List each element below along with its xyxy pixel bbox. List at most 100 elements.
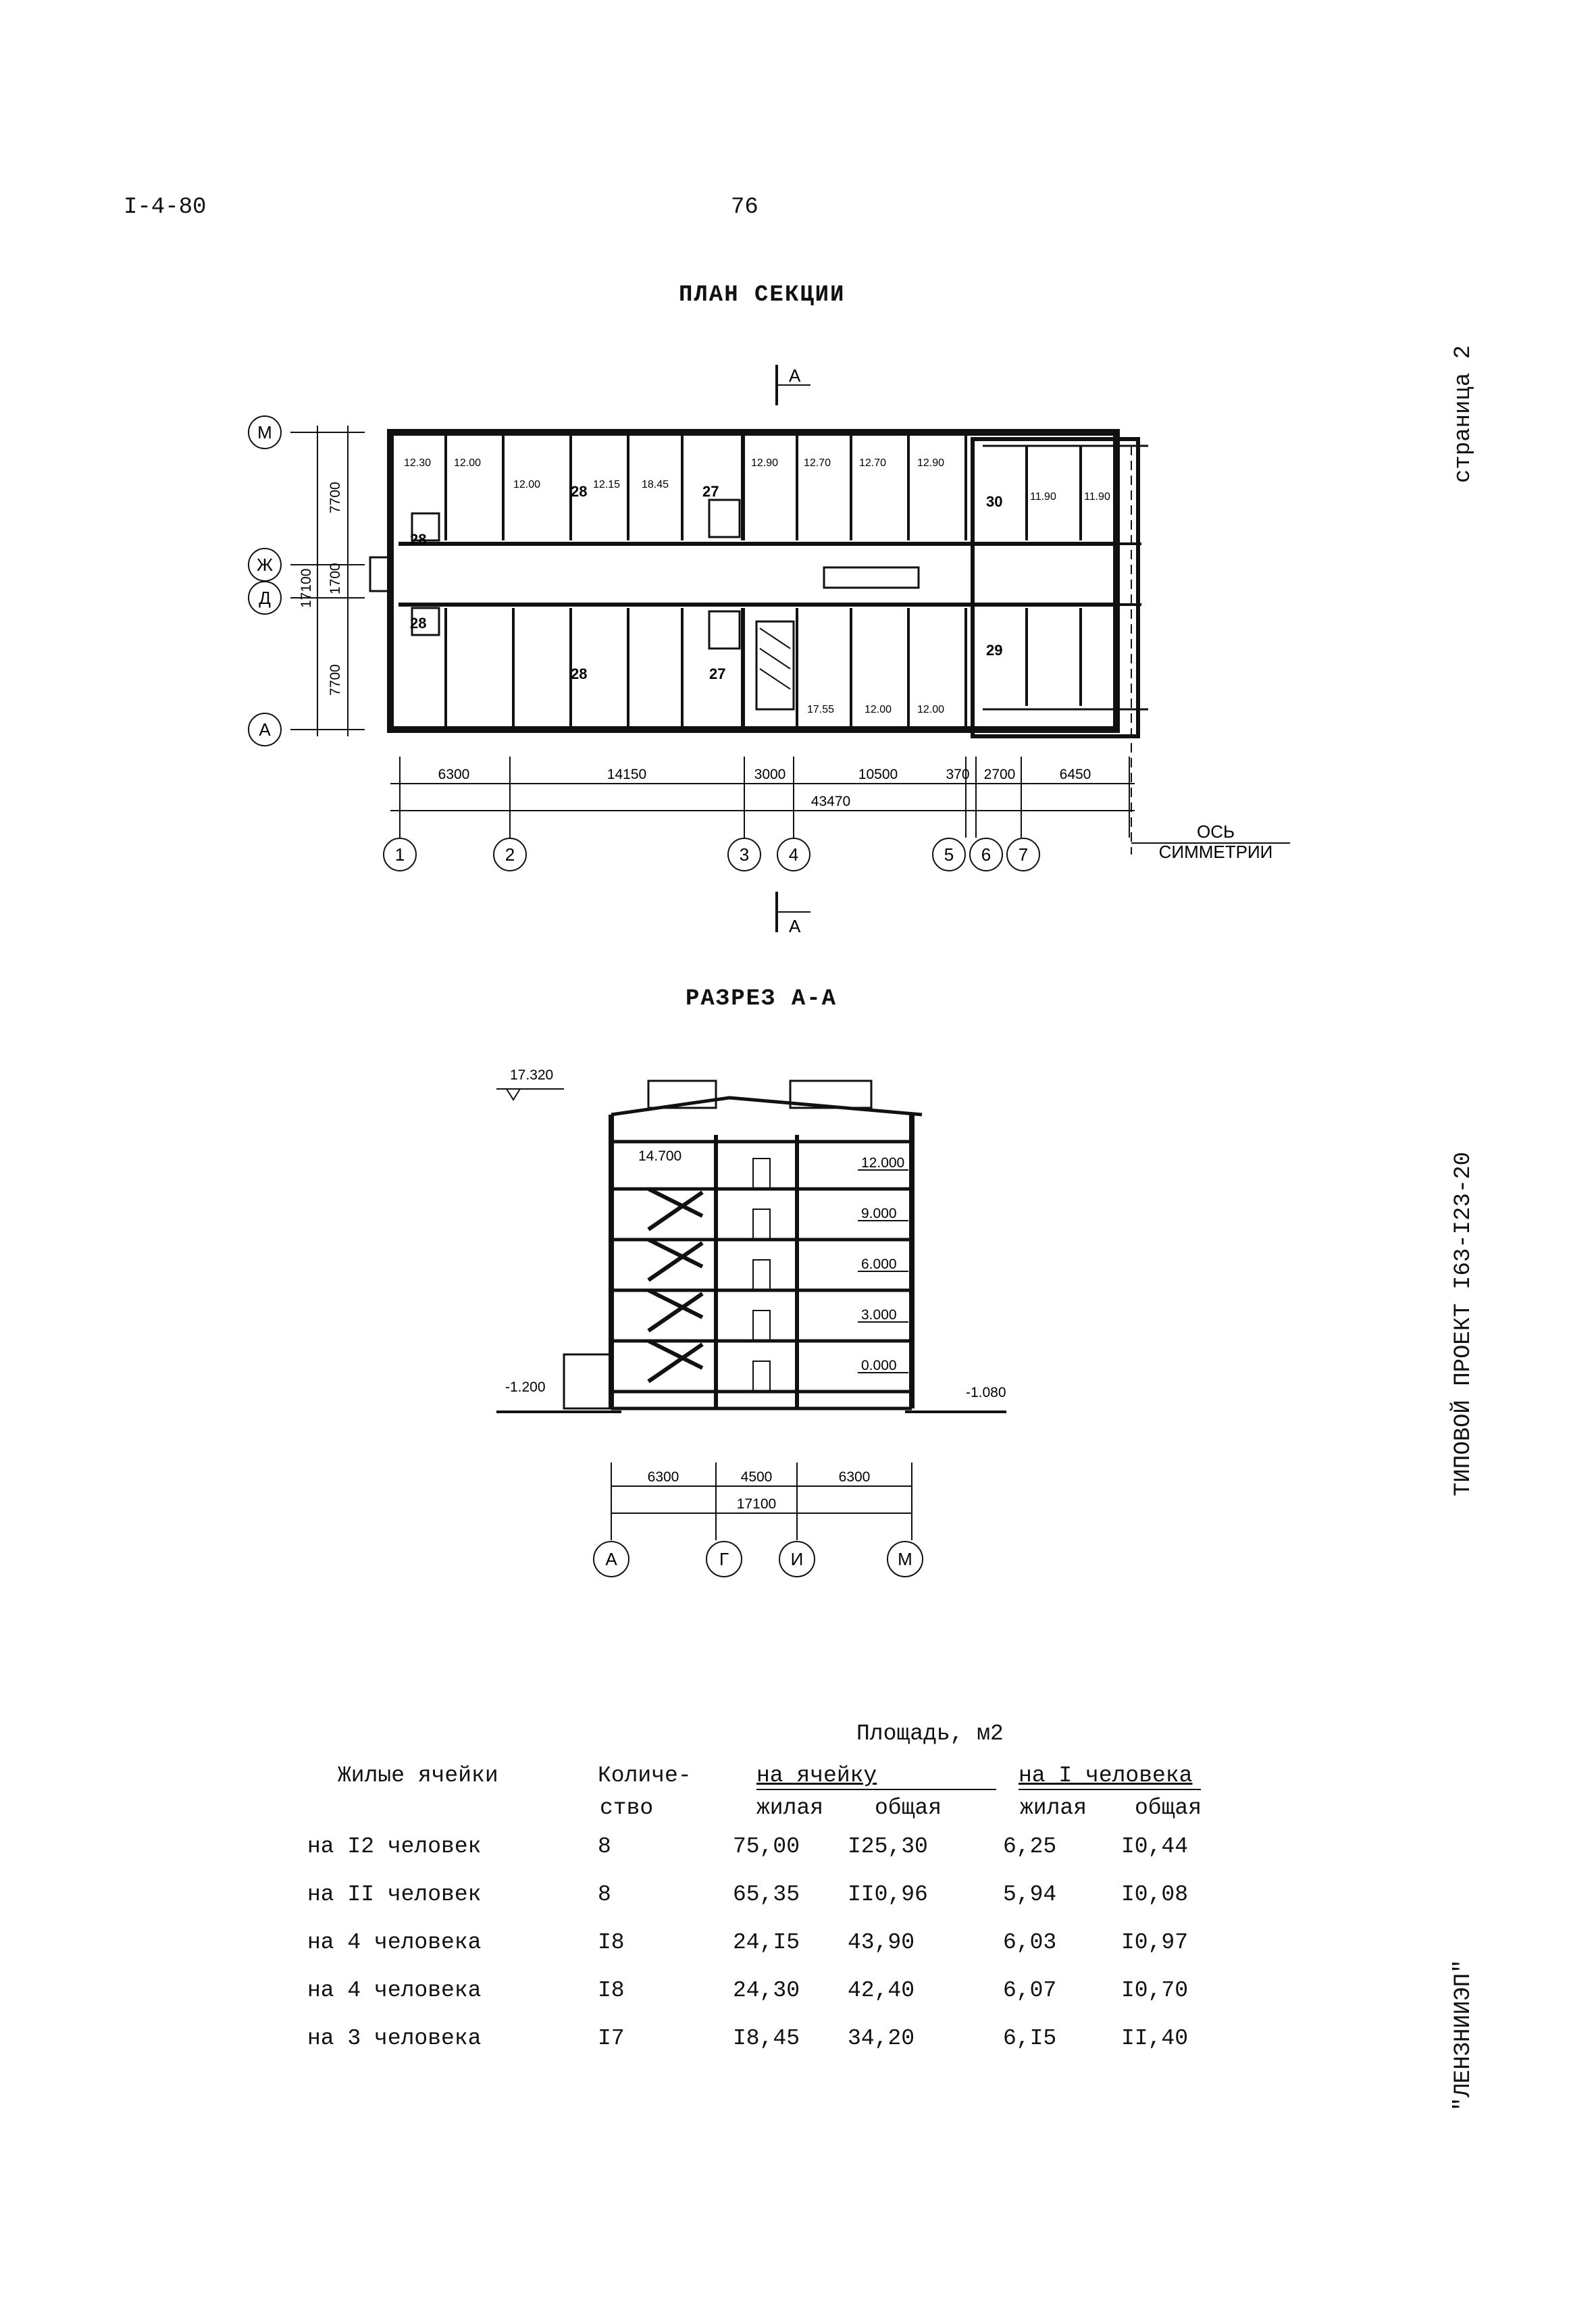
level-label: 12.000 [861, 1155, 904, 1171]
area-table: на I2 человек 8 75,00 I25,30 6,25 I0,44 … [307, 1823, 1188, 2062]
row-person-living: 6,25 [1003, 1834, 1057, 1859]
sub-total-header: общая [875, 1796, 942, 1821]
col-axis-label: 5 [944, 844, 954, 865]
sub-total-header: общая [1135, 1796, 1202, 1821]
room-area: 11.90 [1030, 491, 1056, 503]
col-dimension: 2700 [984, 767, 1016, 782]
row-label: на 4 человека [307, 1978, 482, 2003]
col-axis-label: 3 [740, 844, 749, 865]
row-dimension: 7700 [328, 664, 343, 696]
room-area: 18.45 [642, 479, 669, 490]
sub-living-header: жилая [756, 1796, 824, 1821]
level-label: -1.080 [966, 1385, 1006, 1400]
row-qty: I8 [598, 1978, 625, 2003]
level-label: 9.000 [861, 1206, 897, 1221]
row-person-living: 6,07 [1003, 1978, 1057, 2003]
section-axis-label: М [898, 1549, 912, 1569]
row-person-living: 5,94 [1003, 1882, 1057, 1907]
row-qty: 8 [598, 1834, 611, 1859]
room-area: 17.55 [807, 704, 834, 715]
row-cell-living: 24,I5 [733, 1930, 800, 1955]
section-mark-label: А [789, 916, 801, 936]
row-qty: I7 [598, 2026, 625, 2051]
level-label: 14.700 [638, 1148, 681, 1164]
group-rule [1019, 1789, 1201, 1790]
room-area: 12.00 [513, 479, 540, 490]
room-area: 12.00 [865, 704, 892, 715]
section-axis-label: И [791, 1549, 804, 1569]
col-axis-label: 7 [1019, 844, 1028, 865]
col-dimension: 3000 [754, 767, 786, 782]
row-cell-total: 42,40 [848, 1978, 915, 2003]
level-label: -1.200 [505, 1379, 546, 1395]
room-area: 12.90 [917, 457, 944, 469]
level-label: 0.000 [861, 1358, 897, 1373]
room-area: 12.70 [804, 457, 831, 469]
row-person-total: I0,44 [1121, 1834, 1189, 1859]
room-area: 11.90 [1084, 491, 1110, 503]
side-project-label: ТИПОВОЙ ПРОЕКТ I63-I23-20 [1451, 1151, 1476, 1496]
row-label: на 3 человека [307, 2026, 482, 2051]
room-number: 28 [410, 615, 426, 632]
area-header: Площадь, м2 [856, 1721, 1004, 1746]
col-axis-label: 6 [981, 844, 991, 865]
room-number: 27 [702, 483, 719, 500]
row-axis-label: Ж [257, 555, 273, 575]
room-number: 30 [986, 493, 1002, 510]
room-area: 12.90 [751, 457, 778, 469]
plan-title: ПЛАН СЕКЦИИ [679, 282, 846, 308]
row-person-total: II,40 [1121, 2026, 1189, 2051]
level-label: 17.320 [510, 1067, 553, 1083]
table-row: на 4 человека I8 24,30 42,40 6,07 I0,70 [307, 1966, 1188, 2014]
room-area: 12.30 [404, 457, 431, 469]
col-axis-label: 1 [395, 844, 405, 865]
room-number: 28 [410, 531, 426, 548]
row-axis-label: Д [259, 588, 271, 608]
col-qty-header: ство [600, 1796, 654, 1821]
section-axis-label: А [605, 1549, 617, 1569]
row-cell-living: 65,35 [733, 1882, 800, 1907]
row-person-total: I0,97 [1121, 1930, 1189, 1955]
row-dimension: 1700 [328, 563, 343, 594]
row-cell-total: 34,20 [848, 2026, 915, 2051]
col-dimension: 14150 [607, 767, 646, 782]
col-axis-label: 4 [789, 844, 798, 865]
col-qty-header: Количе- [598, 1763, 692, 1788]
row-qty: 8 [598, 1882, 611, 1907]
section-title: РАЗРЕЗ А-А [686, 986, 838, 1012]
row-person-total: I0,08 [1121, 1882, 1189, 1907]
row-cell-total: II0,96 [848, 1882, 928, 1907]
total-dimension: 43470 [811, 794, 850, 809]
document-code: I-4-80 [124, 195, 207, 220]
table-row: на II человек 8 65,35 II0,96 5,94 I0,08 [307, 1871, 1188, 1918]
row-label: на I2 человек [307, 1834, 482, 1859]
symmetry-axis-label: СИММЕТРИИ [1159, 842, 1273, 862]
col-dimension: 10500 [858, 767, 898, 782]
sub-living-header: жилая [1020, 1796, 1087, 1821]
row-axis-label: М [257, 422, 272, 442]
room-number: 27 [709, 665, 725, 682]
table-row: на 3 человека I7 I8,45 34,20 6,I5 II,40 [307, 2014, 1188, 2062]
row-person-living: 6,I5 [1003, 2026, 1057, 2051]
side-organization-label: "ЛЕНЗНИИЭП" [1451, 1959, 1476, 2111]
section-dimension: 6300 [648, 1469, 679, 1485]
row-person-total: I0,70 [1121, 1978, 1189, 2003]
row-label: на 4 человека [307, 1930, 482, 1955]
row-cell-total: 43,90 [848, 1930, 915, 1955]
row-cell-living: 75,00 [733, 1834, 800, 1859]
col-dimension: 6300 [438, 767, 470, 782]
group-person-header: на I человека [1019, 1763, 1193, 1788]
row-axis-label: А [259, 719, 271, 740]
page-number: 76 [731, 195, 758, 220]
level-label: 3.000 [861, 1307, 897, 1323]
group-cell-header: на ячейку [756, 1763, 877, 1788]
col-dimension: 6450 [1060, 767, 1091, 782]
room-number: 28 [571, 665, 587, 682]
col-dimension: 370 [946, 767, 969, 782]
col-axis-label: 2 [505, 844, 515, 865]
row-cell-total: I25,30 [848, 1834, 928, 1859]
section-axis-label: Г [719, 1549, 729, 1569]
section-mark-label: А [789, 365, 801, 386]
row-dimension: 17100 [299, 569, 314, 608]
level-label: 6.000 [861, 1256, 897, 1272]
